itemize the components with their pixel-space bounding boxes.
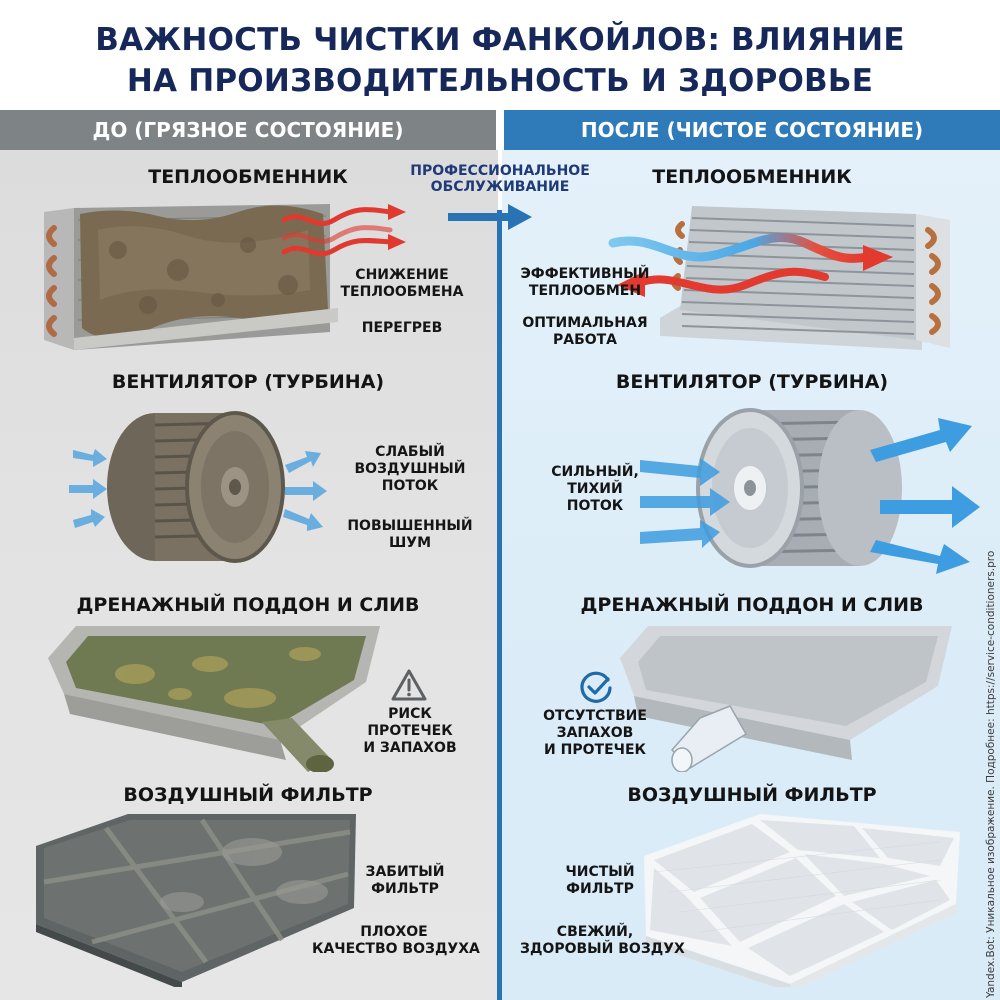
before-fan-title: ВЕНТИЛЯТОР (ТУРБИНА) xyxy=(111,371,385,393)
before-fan-note-1: СЛАБЫЙ ВОЗДУШНЫЙ ПОТОК xyxy=(340,444,480,495)
before-heat-exchanger-title: ТЕПЛООБМЕННИК xyxy=(148,166,348,188)
note-line: СИЛЬНЫЙ, xyxy=(551,464,639,480)
before-filter-note-1: ЗАБИТЫЙ ФИЛЬТР xyxy=(350,864,460,898)
before-heat-exchanger-note-2: ПЕРЕГРЕВ xyxy=(332,320,472,337)
after-drain-title: ДРЕНАЖНЫЙ ПОДДОН И СЛИВ xyxy=(580,594,924,616)
note-line: ПОТОК xyxy=(566,498,624,514)
heat-flow-arrows-icon xyxy=(608,233,893,297)
after-filter-title: ВОЗДУШНЫЙ ФИЛЬТР xyxy=(627,784,877,806)
note-line: ФИЛЬТР xyxy=(371,881,439,897)
dirty-drain-pan-image xyxy=(48,626,380,772)
after-fan-note-1: СИЛЬНЫЙ, ТИХИЙ ПОТОК xyxy=(540,464,650,515)
note-line: ОПТИМАЛЬНАЯ xyxy=(522,315,648,331)
after-heat-exchanger-note-2: ОПТИМАЛЬНАЯ РАБОТА xyxy=(510,315,660,349)
service-label-line-1: ПРОФЕССИОНАЛЬНОЕ xyxy=(410,163,590,179)
divider-line xyxy=(497,210,502,1000)
clean-drain-pan-image xyxy=(620,626,952,772)
before-filter-title: ВОЗДУШНЫЙ ФИЛЬТР xyxy=(123,784,373,806)
note-line: ЧИСТЫЙ xyxy=(565,864,635,880)
note-line: И ЗАПАХОВ xyxy=(363,740,457,756)
before-filter-note-2: ПЛОХОЕ КАЧЕСТВО ВОЗДУХА xyxy=(312,924,480,958)
note-line: ЗАБИТЫЙ xyxy=(365,864,445,880)
note-line: ПЛОХОЕ xyxy=(360,924,428,940)
note-line: ШУМ xyxy=(388,535,432,551)
note-line: ЗАПАХОВ xyxy=(556,725,634,741)
note-line: ТЕПЛООБМЕН xyxy=(528,283,642,299)
before-heat-exchanger-note-1: СНИЖЕНИЕ ТЕПЛООБМЕНА xyxy=(332,267,472,301)
after-column-header: ПОСЛЕ (ЧИСТОЕ СОСТОЯНИЕ) xyxy=(504,110,1000,150)
watermark-text: Yandex.Bot: Уникальное изображение. Подр… xyxy=(985,550,997,998)
check-circle-icon xyxy=(580,671,612,703)
after-filter-note-2: СВЕЖИЙ, ЗДОРОВЫЙ ВОЗДУХ xyxy=(520,924,685,958)
service-label-line-2: ОБСЛУЖИВАНИЕ xyxy=(430,179,570,195)
before-column-header: ДО (ГРЯЗНОЕ СОСТОЯНИЕ) xyxy=(0,110,496,150)
note-line: ТИХИЙ xyxy=(567,481,623,497)
note-line: ПРОТЕЧЕК xyxy=(367,723,453,739)
clean-filter-image xyxy=(644,814,960,987)
note-line: ЗДОРОВЫЙ ВОЗДУХ xyxy=(520,941,685,957)
clean-fan-image xyxy=(640,408,980,574)
before-drain-title: ДРЕНАЖНЫЙ ПОДДОН И СЛИВ xyxy=(76,594,420,616)
note-line: СНИЖЕНИЕ xyxy=(355,267,449,283)
after-filter-note-1: ЧИСТЫЙ ФИЛЬТР xyxy=(540,864,660,898)
after-fan-title: ВЕНТИЛЯТОР (ТУРБИНА) xyxy=(615,371,889,393)
heat-wave-arrows-icon xyxy=(281,204,406,257)
page-title-line-2: НА ПРОИЗВОДИТЕЛЬНОСТЬ И ЗДОРОВЬЕ xyxy=(126,63,874,99)
note-line: ПОВЫШЕННЫЙ xyxy=(347,518,473,534)
before-fan-note-2: ПОВЫШЕННЫЙ ШУМ xyxy=(340,518,480,552)
note-line: ПОТОК xyxy=(381,478,439,494)
arrow-right-icon xyxy=(448,204,532,230)
note-line: РИСК xyxy=(388,706,432,722)
note-line: СЛАБЫЙ xyxy=(375,444,445,460)
note-line: СВЕЖИЙ, xyxy=(556,924,634,940)
title-area: ВАЖНОСТЬ ЧИСТКИ ФАНКОЙЛОВ: ВЛИЯНИЕ НА ПР… xyxy=(0,0,1000,110)
warning-icon xyxy=(391,669,427,701)
note-line: И ПРОТЕЧЕК xyxy=(544,742,646,758)
after-heat-exchanger-title: ТЕПЛООБМЕННИК xyxy=(652,166,852,188)
dirty-fan-image xyxy=(69,411,327,563)
note-line: ПЕРЕГРЕВ xyxy=(361,320,443,336)
note-line: РАБОТА xyxy=(552,332,618,348)
page-title-line-1: ВАЖНОСТЬ ЧИСТКИ ФАНКОЙЛОВ: ВЛИЯНИЕ xyxy=(95,22,905,58)
note-line: ВОЗДУШНЫЙ xyxy=(354,461,466,477)
note-line: ФИЛЬТР xyxy=(566,881,634,897)
dirty-heat-exchanger-image xyxy=(44,204,338,350)
after-heat-exchanger-note-1: ЭФФЕКТИВНЫЙ ТЕПЛООБМЕН xyxy=(510,266,660,300)
note-line: ТЕПЛООБМЕНА xyxy=(340,284,464,300)
note-line: ЭФФЕКТИВНЫЙ xyxy=(520,266,650,282)
before-drain-note-1: РИСК ПРОТЕЧЕК И ЗАПАХОВ xyxy=(360,706,460,757)
note-line: ОТСУТСТВИЕ xyxy=(543,708,647,724)
service-label: ПРОФЕССИОНАЛЬНОЕ ОБСЛУЖИВАНИЕ xyxy=(395,163,605,195)
after-drain-note-1: ОТСУТСТВИЕ ЗАПАХОВ И ПРОТЕЧЕК xyxy=(530,708,660,759)
note-line: КАЧЕСТВО ВОЗДУХА xyxy=(312,941,480,957)
dirty-filter-image xyxy=(36,814,356,987)
